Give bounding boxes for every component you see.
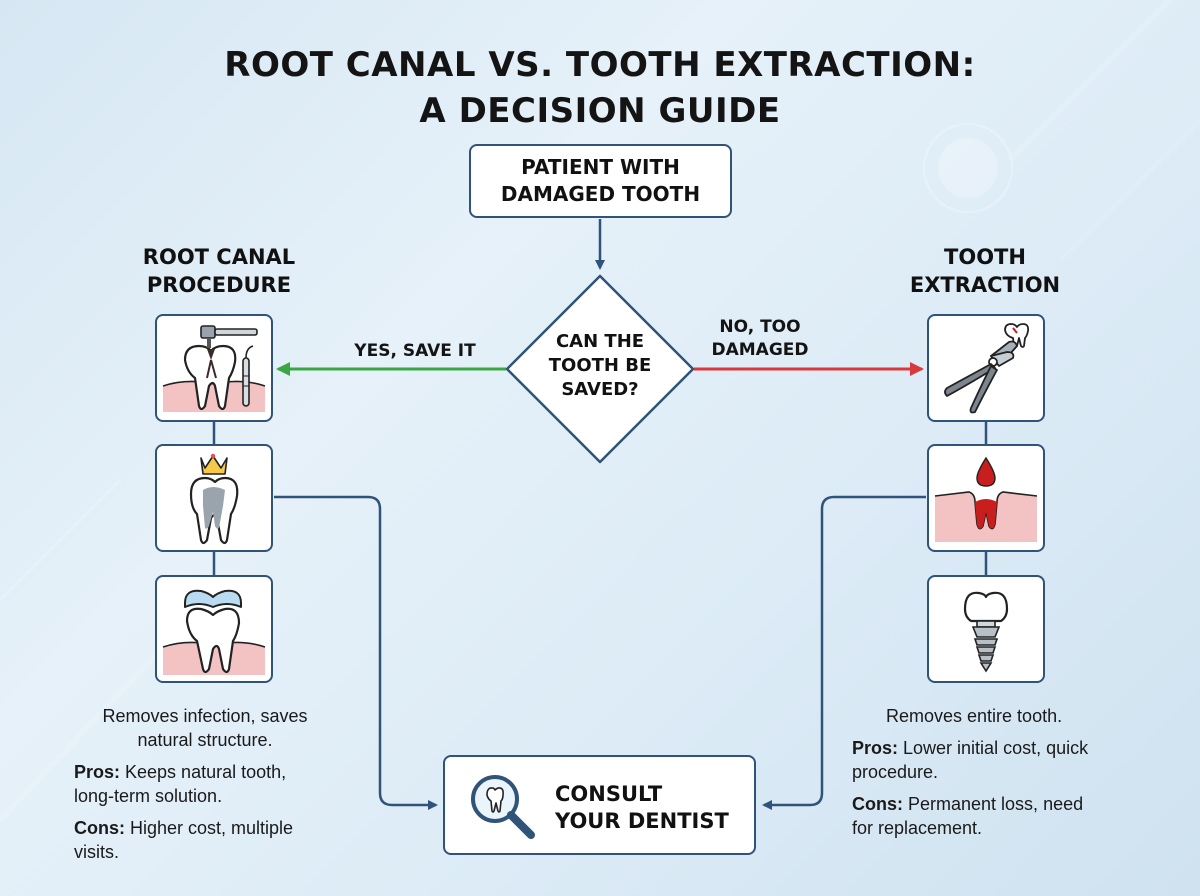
extraction-pros: Pros: Lower initial cost, quick procedur… [852,736,1152,784]
no-label: NO, TOO DAMAGED [700,316,820,362]
page-title: ROOT CANAL VS. TOOTH EXTRACTION: A DECIS… [0,42,1200,134]
extraction-step-socket [927,444,1045,552]
bleeding-socket-icon [934,456,1038,542]
yes-label: YES, SAVE IT [354,341,476,361]
extraction-heading: TOOTH EXTRACTION [875,243,1095,299]
start-node-line-2: DAMAGED TOOTH [500,182,701,206]
extraction-cons-text-2: for replacement. [852,818,983,838]
extraction-pros-label: Pros: [852,738,899,758]
root-canal-heading-line-1: ROOT CANAL [142,245,296,269]
root-canal-step-drill [155,314,273,422]
no-label-line-2: DAMAGED [711,340,809,360]
tooth-cap-icon [162,589,266,675]
root-canal-cons-text: Higher cost, multiple [125,818,294,838]
root-canal-summary: Removes infection, saves natural structu… [60,704,350,752]
root-canal-step-cap [155,575,273,683]
dental-implant-icon [963,591,1009,673]
consult-line-2: YOUR DENTIST [555,809,729,833]
root-canal-pros-label: Pros: [74,762,121,782]
root-canal-cons-label: Cons: [74,818,125,838]
extraction-cons-text: Permanent loss, need [903,794,1084,814]
root-canal-pros-text-2: long-term solution. [74,786,223,806]
decision-question: CAN THE TOOTH BE SAVED? [530,330,670,402]
no-label-line-1: NO, TOO [719,317,801,337]
dental-drill-tooth-icon [162,325,266,412]
right-to-consult-arrow [762,495,926,810]
root-canal-summary-line-2: natural structure. [137,730,273,750]
title-line-1: ROOT CANAL VS. TOOTH EXTRACTION: [224,45,976,85]
extraction-heading-line-2: EXTRACTION [909,273,1061,297]
extraction-description: Removes entire tooth. Pros: Lower initia… [852,704,1152,848]
start-node-line-1: PATIENT WITH [521,155,680,179]
consult-node: CONSULT YOUR DENTIST [443,755,756,855]
root-canal-cons: Cons: Higher cost, multiple visits. [74,816,350,864]
decision-line-3: SAVED? [561,379,639,400]
consult-line-1: CONSULT [555,782,663,806]
title-line-2: A DECISION GUIDE [419,91,781,131]
decision-line-2: TOOTH BE [548,355,652,376]
root-canal-pros: Pros: Keeps natural tooth, long-term sol… [74,760,350,808]
root-canal-heading: ROOT CANAL PROCEDURE [104,243,334,299]
root-canal-heading-line-2: PROCEDURE [146,273,292,297]
extraction-pros-text-2: procedure. [852,762,939,782]
decision-line-1: CAN THE [555,331,645,352]
extraction-summary: Removes entire tooth. [886,706,1063,726]
extraction-step-pliers [927,314,1045,422]
extraction-heading-line-1: TOOTH [944,245,1026,269]
extraction-pliers-icon [944,323,1030,414]
root-canal-step-fill [155,444,273,552]
root-canal-description: Removes infection, saves natural structu… [60,704,350,872]
start-node: PATIENT WITH DAMAGED TOOTH [469,144,732,218]
magnifier-tooth-icon [471,775,535,839]
extraction-pros-text: Lower initial cost, quick [898,738,1089,758]
root-canal-summary-line-1: Removes infection, saves [102,706,308,726]
extraction-cons-label: Cons: [852,794,903,814]
decision-diamond [505,274,695,464]
root-canal-cons-text-2: visits. [74,842,119,862]
tooth-crown-icon [189,453,239,545]
extraction-cons: Cons: Permanent loss, need for replaceme… [852,792,1152,840]
root-canal-pros-text: Keeps natural tooth, [120,762,287,782]
extraction-step-implant [927,575,1045,683]
left-to-consult-arrow [274,495,438,810]
